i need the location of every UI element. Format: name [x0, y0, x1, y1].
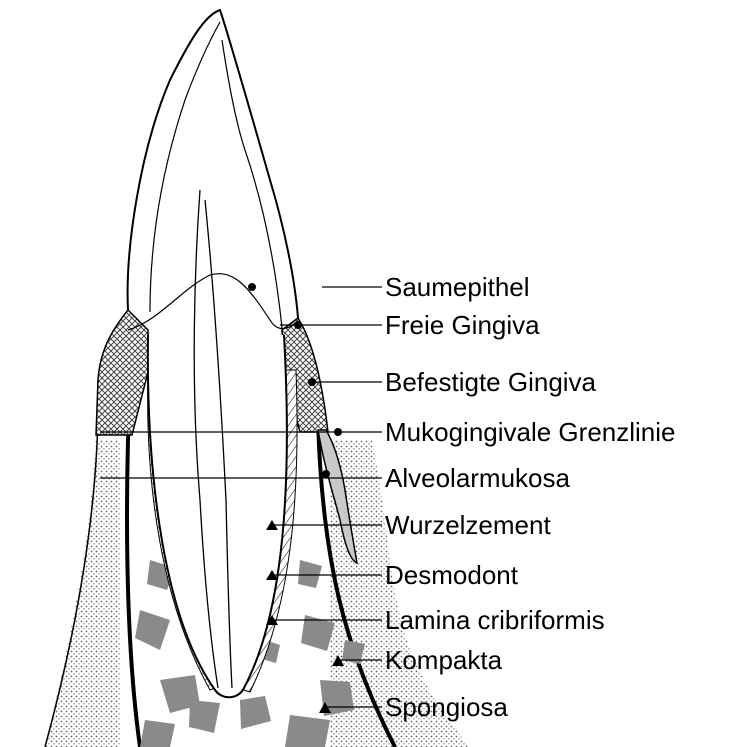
marker-dot-mukogingivale — [334, 428, 342, 436]
label-lamina-cribriformis: Lamina cribriformis — [385, 605, 605, 635]
marker-dot-freie-gingiva — [294, 321, 302, 329]
tooth-crown — [128, 10, 298, 318]
label-desmodont: Desmodont — [385, 560, 518, 590]
label-spongiosa: Spongiosa — [385, 692, 508, 722]
label-befestigte-gingiva: Befestigte Gingiva — [385, 367, 596, 397]
label-saumepithel: Saumepithel — [385, 272, 530, 302]
label-alveolarmukosa: Alveolarmukosa — [385, 463, 570, 493]
gingiva-left — [96, 310, 148, 435]
label-mukogingivale-grenzlinie: Mukogingivale Grenzlinie — [385, 417, 675, 447]
marker-dot-befestigte-gingiva — [308, 378, 316, 386]
label-kompakta: Kompakta — [385, 645, 502, 675]
label-freie-gingiva: Freie Gingiva — [385, 310, 540, 340]
marker-dot-saumepithel — [248, 283, 256, 291]
marker-dot-alveolarmukosa — [322, 470, 330, 478]
label-wurzelzement: Wurzelzement — [385, 510, 551, 540]
